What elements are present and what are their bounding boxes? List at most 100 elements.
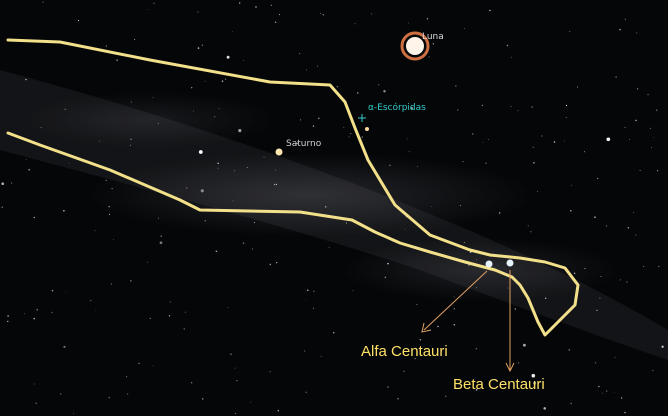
- background-star: [217, 162, 219, 164]
- background-star: [621, 397, 623, 399]
- background-star: [127, 393, 129, 395]
- background-star: [481, 104, 484, 107]
- background-star: [455, 85, 457, 87]
- background-star: [51, 311, 53, 314]
- beta-centauri-star: [506, 259, 514, 267]
- centaurus-outline: [6, 38, 580, 337]
- background-star: [614, 392, 615, 394]
- background-star: [628, 138, 631, 140]
- background-star: [7, 315, 9, 317]
- background-star: [105, 45, 108, 47]
- background-star: [499, 212, 501, 214]
- background-star: [404, 228, 406, 230]
- background-star: [275, 183, 277, 185]
- background-star: [157, 122, 159, 125]
- background-star: [234, 413, 236, 415]
- background-star: [204, 220, 206, 222]
- background-star: [108, 397, 110, 399]
- background-star: [242, 242, 245, 244]
- background-star: [305, 391, 307, 393]
- background-star: [230, 353, 232, 355]
- background-star: [51, 290, 54, 292]
- background-star: [624, 411, 626, 414]
- background-star: [169, 301, 171, 303]
- background-star: [658, 265, 660, 268]
- background-star: [274, 184, 276, 186]
- background-star: [276, 262, 278, 264]
- background-star: [476, 287, 478, 289]
- background-star: [378, 84, 380, 86]
- background-star: [361, 136, 364, 138]
- moon-disc: [406, 37, 424, 55]
- background-star: [269, 263, 272, 266]
- background-star: [531, 373, 536, 378]
- background-star: [601, 392, 603, 394]
- background-star: [130, 138, 132, 141]
- background-star: [65, 291, 67, 293]
- background-star: [255, 6, 257, 8]
- background-star: [489, 9, 491, 12]
- background-star: [626, 281, 628, 283]
- background-star: [333, 332, 335, 334]
- background-star: [160, 235, 162, 237]
- background-star: [113, 239, 115, 241]
- background-star: [33, 216, 35, 219]
- background-star: [64, 108, 66, 111]
- background-star: [191, 87, 193, 89]
- background-star: [108, 213, 110, 215]
- background-star: [406, 138, 408, 140]
- background-star: [463, 242, 465, 244]
- background-star: [657, 170, 659, 172]
- background-star: [306, 69, 307, 71]
- background-star: [307, 289, 309, 292]
- background-star: [598, 385, 600, 388]
- background-star: [299, 53, 301, 55]
- background-star: [200, 189, 204, 193]
- background-star: [533, 162, 535, 164]
- background-star: [541, 135, 543, 137]
- background-star: [605, 225, 607, 227]
- background-star: [214, 116, 216, 118]
- moon-glow: [400, 31, 430, 61]
- background-star: [570, 210, 572, 212]
- background-star: [126, 376, 128, 378]
- background-star: [457, 109, 459, 111]
- background-star: [191, 382, 193, 384]
- background-star: [274, 21, 277, 23]
- background-star: [312, 125, 315, 127]
- background-star: [149, 317, 151, 319]
- background-star: [437, 325, 439, 328]
- background-star: [594, 216, 596, 218]
- background-star: [292, 143, 294, 145]
- background-star: [159, 241, 163, 245]
- background-star: [619, 29, 621, 31]
- background-star: [250, 401, 252, 403]
- background-star: [510, 105, 512, 108]
- background-star: [197, 11, 199, 13]
- background-star: [243, 60, 245, 61]
- background-star: [239, 2, 241, 4]
- background-star: [553, 141, 556, 143]
- background-star: [25, 78, 27, 81]
- background-star: [95, 310, 97, 311]
- background-star: [275, 169, 277, 171]
- background-star: [597, 177, 599, 180]
- background-star: [231, 31, 233, 32]
- background-star: [328, 246, 330, 248]
- background-star: [116, 59, 118, 61]
- background-star: [42, 1, 44, 3]
- background-star: [635, 234, 637, 236]
- background-star: [417, 165, 418, 167]
- background-star: [652, 370, 654, 371]
- background-star: [59, 393, 62, 395]
- background-star: [278, 14, 280, 16]
- background-star: [270, 4, 272, 6]
- background-star: [134, 39, 136, 41]
- background-star: [403, 370, 405, 372]
- background-star: [614, 356, 616, 358]
- background-star: [33, 383, 35, 385]
- background-star: [459, 205, 461, 207]
- background-star: [371, 13, 373, 15]
